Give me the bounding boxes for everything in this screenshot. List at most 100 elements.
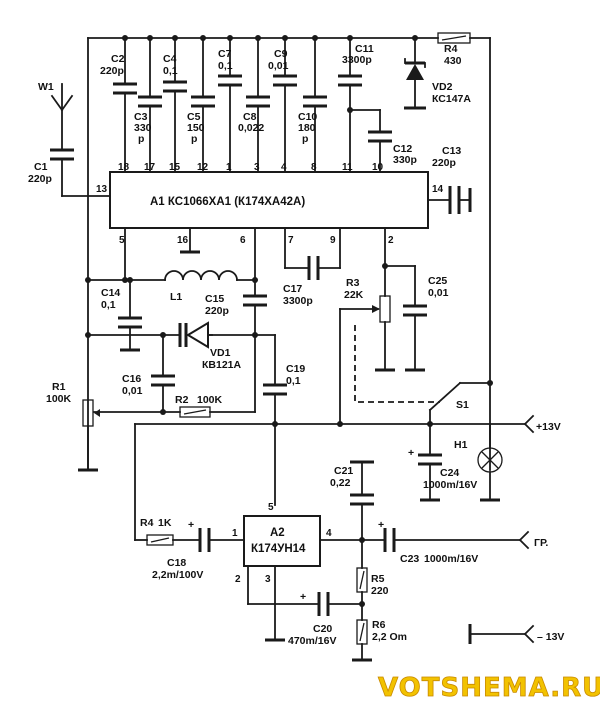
a1-pin-15: 15: [169, 162, 181, 173]
r2-value: 100K: [197, 394, 223, 406]
c10-name: C10: [298, 111, 317, 123]
potentiometer-r3: R3 22K: [339, 227, 416, 425]
svg-text:+: +: [378, 519, 384, 531]
vd1-name: VD1: [210, 347, 231, 359]
c5-unit: p: [191, 133, 197, 145]
c13-value: 220p: [432, 157, 456, 169]
capacitor-c2: C2 220p: [100, 53, 137, 95]
c9-value: 0,01: [268, 60, 289, 72]
ic-a1: A1 КС1066ХА1 (К174ХА42А) 18 17 15 12 1 3…: [96, 162, 444, 246]
watermark: VOTSHEMA.RU: [378, 673, 600, 703]
c9-name: C9: [274, 48, 288, 60]
c3-value: 330: [134, 122, 152, 134]
a2-pin-5: 5: [268, 502, 274, 513]
c15-value: 220p: [205, 305, 229, 317]
capacitor-c9: C9 0,01: [268, 48, 297, 87]
r5-name: R5: [371, 573, 385, 585]
supply-negative: – 13V: [468, 624, 564, 644]
a2-pin-3: 3: [265, 574, 271, 585]
junction-dots-top: [122, 35, 418, 113]
capacitor-c24: + C24 1000m/16V: [408, 423, 477, 502]
c2-value: 220p: [100, 65, 124, 77]
resistor-r6: R6 2,2 Om: [356, 619, 407, 645]
c17-value: 3300p: [283, 295, 313, 307]
c24-value: 1000m/16V: [423, 479, 477, 491]
c2-name: C2: [111, 53, 125, 65]
a1-pin-18: 18: [118, 162, 130, 173]
capacitor-c4: C4 0,1: [163, 53, 187, 93]
c18-value: 2,2m/100V: [152, 569, 203, 581]
c20-name: C20: [313, 623, 332, 635]
c25-name: C25: [428, 275, 447, 287]
a1-pin-2: 2: [388, 235, 394, 246]
c12-value: 330p: [393, 154, 417, 166]
r4-name: R4: [140, 517, 154, 529]
a1-pin-12: 12: [197, 162, 209, 173]
capacitor-c11: C11 3300p: [338, 43, 374, 87]
capacitor-c15: C15 220p: [205, 293, 267, 317]
h1-label: H1: [454, 439, 468, 451]
c4-value: 0,1: [163, 65, 178, 77]
c11-name: C11: [355, 43, 374, 55]
c20-value: 470m/16V: [288, 635, 336, 647]
a1-pin-6: 6: [240, 235, 246, 246]
c17-name: C17: [283, 283, 302, 295]
r4-top-value: 430: [444, 55, 462, 67]
a2-pin-2: 2: [235, 574, 241, 585]
capacitor-c25: C25 0,01: [403, 275, 449, 372]
c8-value: 0,022: [238, 122, 264, 134]
resistor-r4: R4 1K: [140, 517, 201, 546]
r3-name: R3: [346, 277, 360, 289]
r5-value: 220: [371, 585, 389, 597]
zener-vd2: VD2 КС147А: [404, 58, 471, 105]
r6-value: 2,2 Om: [372, 631, 407, 643]
a1-pin-1: 1: [226, 162, 232, 173]
c10-unit: p: [302, 133, 308, 145]
inductor-l1: L1: [164, 270, 238, 303]
c8-name: C8: [243, 111, 257, 123]
a1-pin-9: 9: [330, 235, 336, 246]
r3-value: 22K: [344, 289, 364, 301]
resistor-r4-top: R4 430: [437, 32, 471, 67]
a1-pin-16: 16: [177, 235, 189, 246]
c14-value: 0,1: [101, 299, 116, 311]
capacitor-c21: C21 0,22: [330, 460, 374, 506]
speaker-label: ГР.: [534, 537, 548, 549]
capacitor-c8: C8 0,022: [238, 95, 270, 134]
a2-pin-1: 1: [232, 528, 238, 539]
c21-name: C21: [334, 465, 353, 477]
supply-positive-label: +13V: [536, 421, 561, 433]
c7-name: C7: [218, 48, 232, 60]
c23-value: 1000m/16V: [424, 553, 478, 565]
svg-text:+: +: [188, 519, 194, 531]
c24-name: C24: [440, 467, 459, 479]
c21-value: 0,22: [330, 477, 351, 489]
c16-value: 0,01: [122, 385, 143, 397]
l1-label: L1: [170, 291, 182, 303]
c14-name: C14: [101, 287, 120, 299]
c7-value: 0,1: [218, 60, 233, 72]
capacitor-c7: C7 0,1: [218, 48, 242, 87]
r1-value: 100K: [46, 393, 72, 405]
c4-name: C4: [163, 53, 177, 65]
r4-top-name: R4: [444, 43, 458, 55]
c1-value: 220p: [28, 173, 52, 185]
a1-pin-3: 3: [254, 162, 260, 173]
svg-text:+: +: [300, 591, 306, 603]
capacitor-c18: + C18 2,2m/100V: [152, 519, 245, 581]
capacitor-c20: + C20 470m/16V: [288, 591, 336, 647]
s1-label: S1: [456, 399, 469, 411]
w1-label: W1: [38, 81, 54, 93]
a1-label: A1 КС1066ХА1 (К174ХА42А): [150, 196, 305, 208]
c13-name: C13: [442, 145, 461, 157]
supply-negative-label: – 13V: [537, 631, 564, 643]
capacitor-c1: C1 220p: [28, 148, 111, 197]
a1-pin-5: 5: [119, 235, 125, 246]
lamp-h1: H1: [454, 423, 503, 502]
a1-pin-4: 4: [281, 162, 287, 173]
top-wiring: [87, 37, 491, 471]
a2-label: A2: [270, 527, 285, 539]
c16-name: C16: [122, 373, 141, 385]
c12-name: C12: [393, 143, 412, 155]
capacitor-c17: C17 3300p: [283, 227, 341, 307]
